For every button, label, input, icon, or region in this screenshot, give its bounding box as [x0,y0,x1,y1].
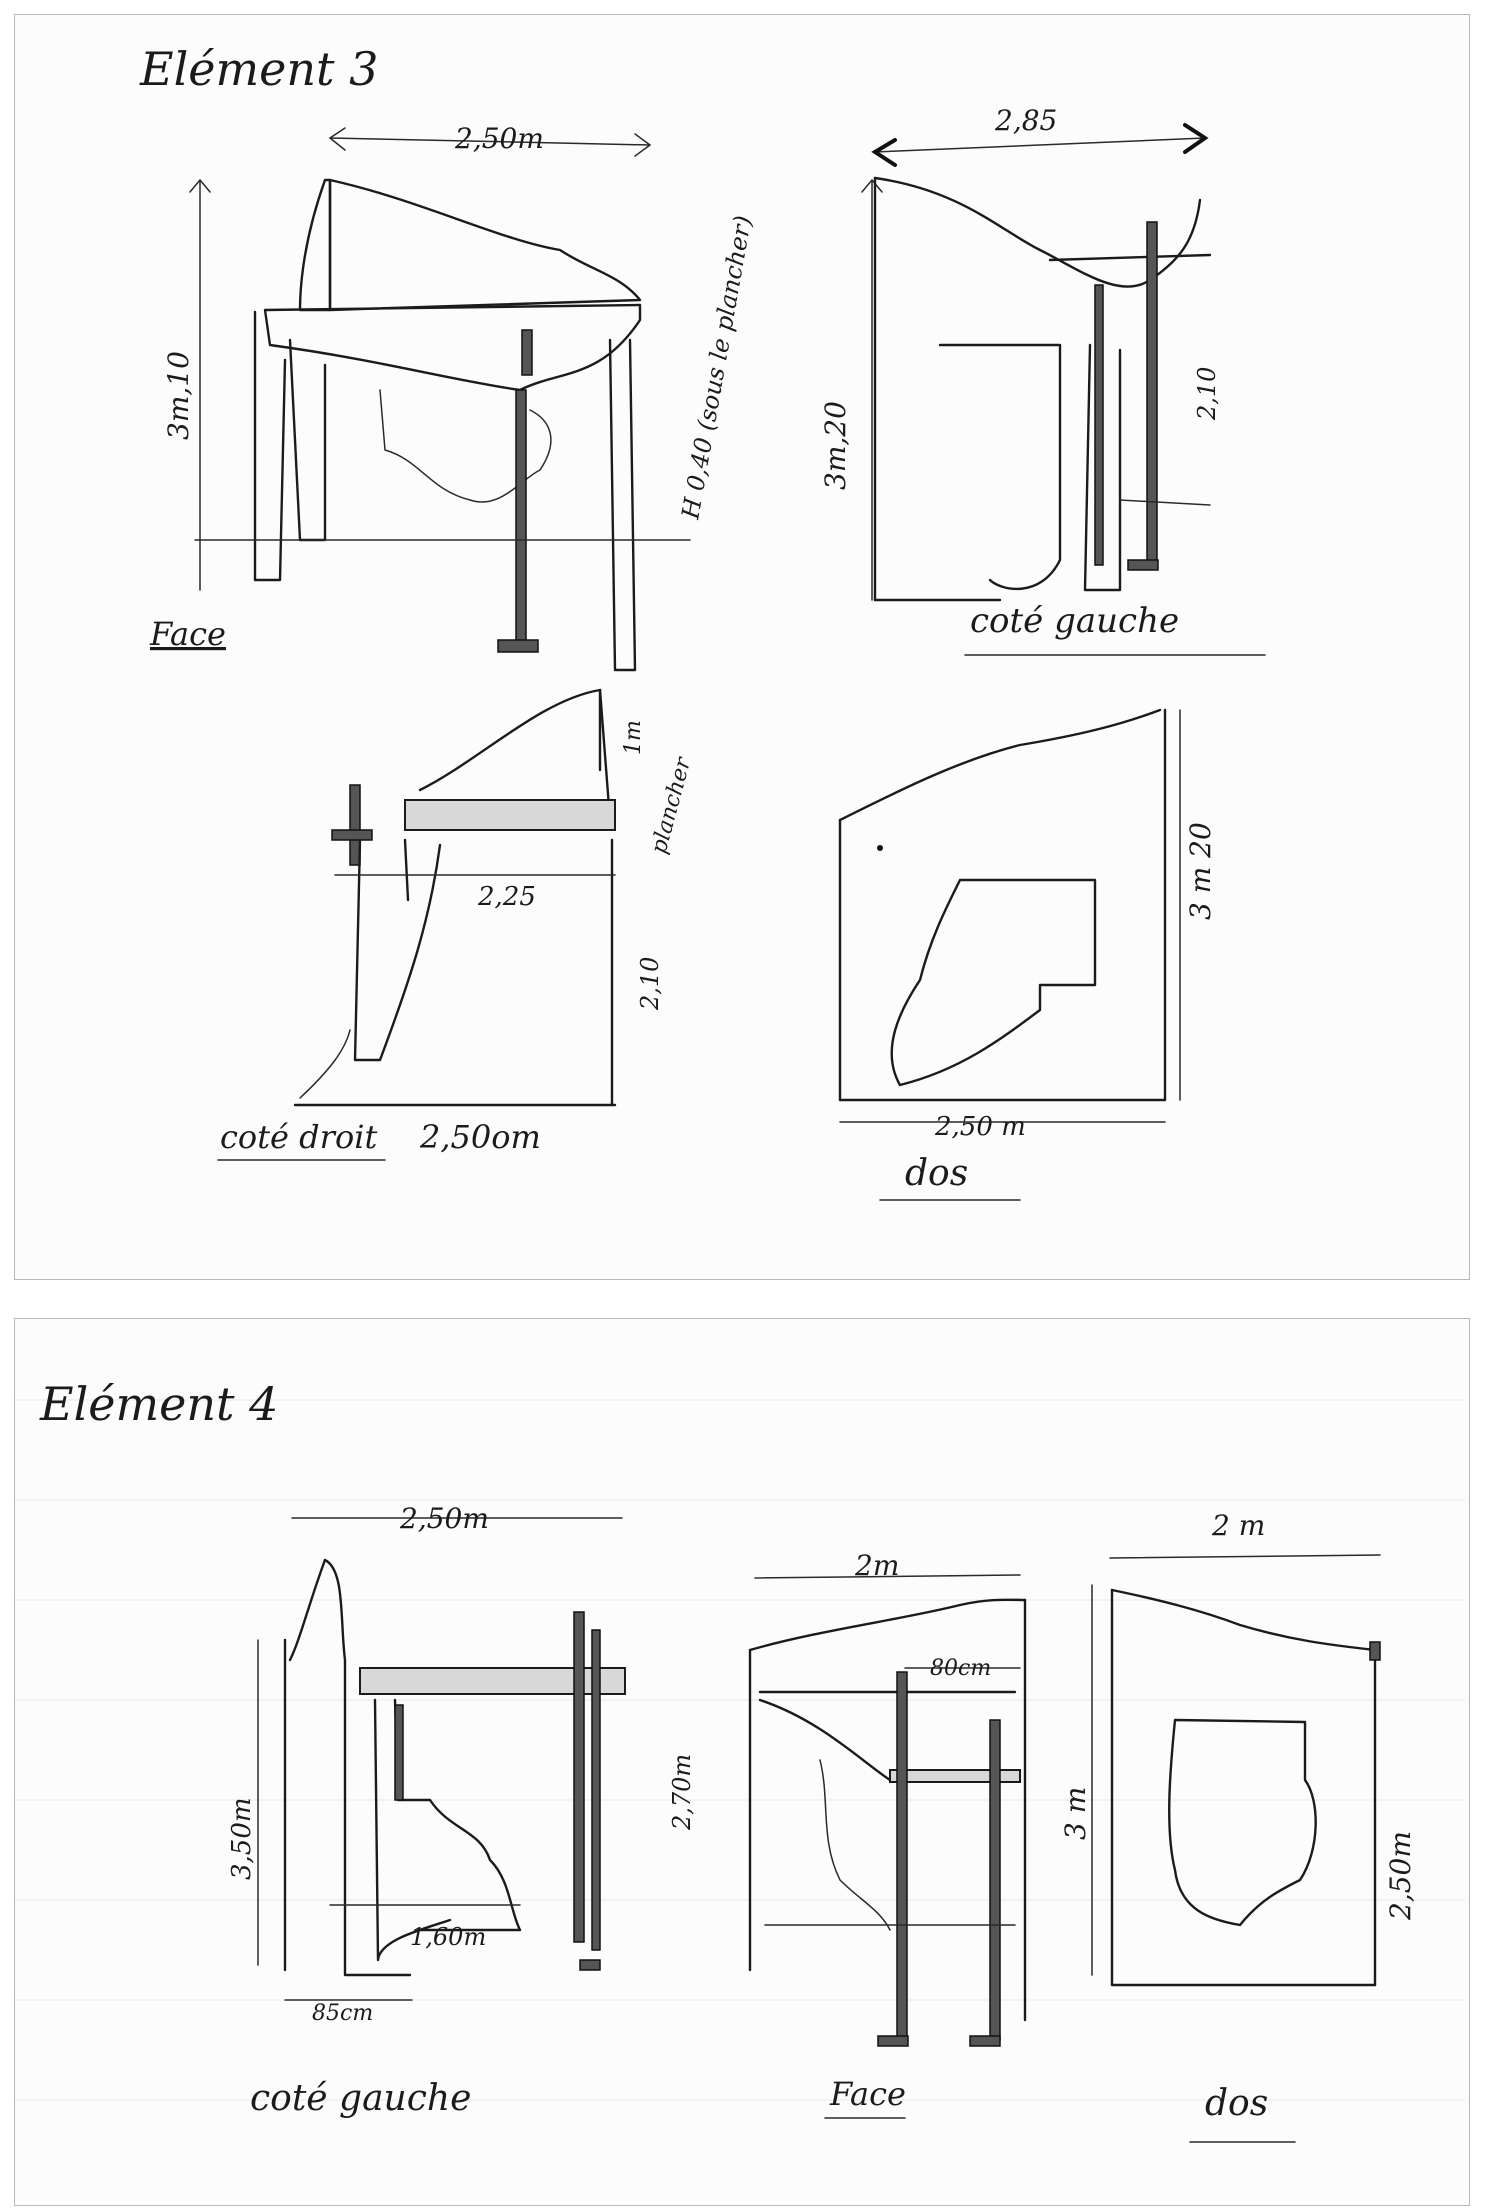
e4-face-width-label: 2m [854,1549,899,1582]
element-3-drawing: Elément 3 2,50m 3m,10 H 0,40 (sous le pl… [139,42,1266,1201]
cote-droit-width-label: 2,25 [477,882,536,912]
cote-droit-top-note: 1m [621,720,646,755]
grid-paper [15,1399,1465,2101]
element-3-title: Elément 3 [139,42,378,96]
dos-height-label: 3 m 20 [1184,822,1217,920]
cote-droit-bottom-label: 2,50om [419,1118,541,1156]
e4-dos-view: 2 m 3 m 2,50m dos [1059,1509,1417,2143]
face-width-dimension [329,137,651,146]
e4-dos-width-label: 2 m [1211,1509,1265,1542]
e4-dos-height-label: 3 m [1059,1787,1092,1840]
e4-face-view: 2m 80cm Face [748,1549,1027,2119]
face-width-label: 2,50m [454,122,544,155]
e4-dos-width-dimension [1109,1554,1381,1559]
e4-cote-gauche-base-width-label: 85cm [312,2001,373,2026]
e4-face-inner-width-label: 80cm [930,1656,991,1681]
e4-face-label: Face [829,2075,906,2113]
cote-gauche-width-label: 2,85 [994,104,1057,137]
e4-cote-gauche-inner-width-label: 1,60m [410,1923,486,1951]
e4-dos-label: dos [1205,2083,1268,2124]
dos-width-label: 2,50 m [934,1112,1026,1142]
cote-gauche-width-dimension [874,137,1206,153]
dos-view: 3 m 20 2,50 m dos [838,708,1217,1201]
e4-dos-right-height-label: 2,50m [1384,1831,1417,1921]
cote-droit-view: 2,25 2,10 1m plancher coté droit 2,50om [217,688,697,1161]
e4-face-width-dimension [754,1574,1021,1579]
e4-cote-gauche-right-height-label: 2,70m [668,1754,696,1831]
e4-cote-gauche-width-label: 2,50m [399,1502,489,1535]
cote-gauche-inner-height-label: 2,10 [1193,367,1221,421]
e4-cote-gauche-height-label: 3,50m [227,1797,257,1880]
e4-cote-gauche-label: coté gauche [250,2078,471,2119]
element-4-title: Elément 4 [39,1377,278,1431]
face-label: Face [149,615,226,653]
dos-label: dos [905,1153,968,1194]
cote-gauche-label: coté gauche [970,601,1179,641]
cote-gauche-height-label: 3m,20 [819,401,852,490]
sheet-element-3 [14,14,1470,1280]
sheet-element-4 [14,1318,1470,2206]
cote-droit-label: coté droit [220,1118,377,1156]
cote-droit-height-label: 2,10 [636,957,664,1011]
face-height-label: 3m,10 [162,351,195,440]
e4-cote-gauche-view: 2,50m 3,50m 2,70m 1,60m 85cm coté gauche [227,1502,696,2119]
e4-dos-opening [1168,1718,1317,1927]
cote-gauche-view: 2,85 3m,20 2,10 coté gauche [819,104,1266,656]
dos-opening [890,878,1097,1087]
